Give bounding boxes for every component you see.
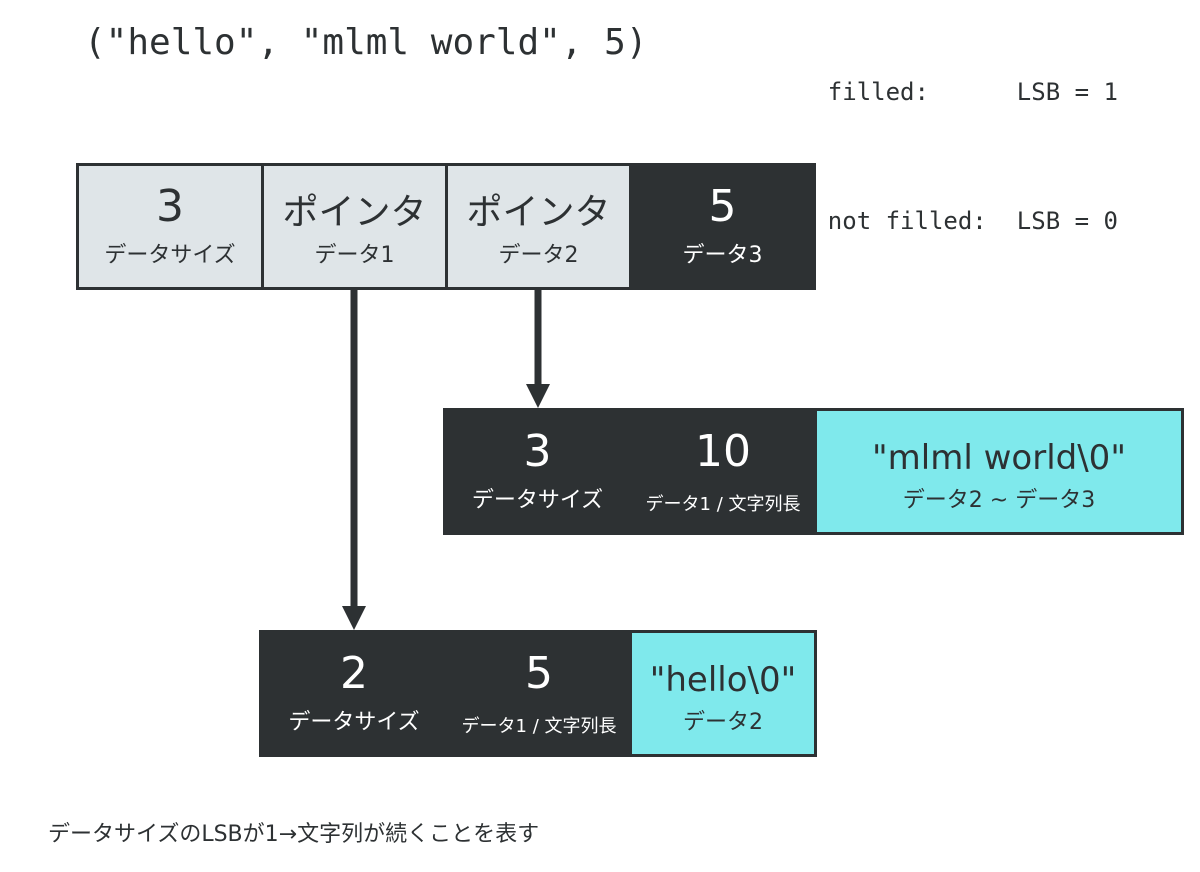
mid-size-value: 3 <box>523 426 552 477</box>
top-size-value: 3 <box>156 181 184 232</box>
legend-value-filled: LSB = 1 <box>1016 78 1118 106</box>
top-data3-label: データ3 <box>682 243 763 268</box>
top-block-pointer2-cell: ポインタ データ2 <box>445 163 632 290</box>
top-ptr1-label: データ1 <box>314 243 395 268</box>
bottom-size-value: 2 <box>340 648 368 699</box>
bottom-length-value: 5 <box>525 648 553 699</box>
mid-string-value: "mlml world\0" <box>872 438 1126 478</box>
bottom-length-label: データ1 / 文字列長 <box>461 716 617 737</box>
legend-row-not-filled: not filled: LSB = 0 <box>770 157 1118 286</box>
top-block-size-cell: 3 データサイズ <box>76 163 264 290</box>
bottom-block-length-cell: 5 データ1 / 文字列長 <box>446 630 632 757</box>
lsb-legend: filled: LSB = 1 not filled: LSB = 0 <box>770 28 1118 286</box>
mid-length-value: 10 <box>695 426 751 477</box>
mid-length-label: データ1 / 文字列長 <box>645 494 801 515</box>
top-data3-value: 5 <box>708 181 737 232</box>
bottom-string-value: "hello\0" <box>649 660 797 700</box>
top-block-pointer1-cell: ポインタ データ1 <box>261 163 448 290</box>
mid-string-label: データ2 ~ データ3 <box>902 488 1096 513</box>
bottom-string-label: データ2 <box>683 710 763 735</box>
top-block-data3-cell: 5 データ3 <box>629 163 816 290</box>
legend-key-filled: filled: <box>827 78 929 106</box>
footnote-lsb-explanation: データサイズのLSBが1→文字列が続くことを表す <box>48 822 540 847</box>
tuple-expression: ("hello", "mlml world", 5) <box>84 22 648 63</box>
top-ptr2-value: ポインタ <box>466 192 611 233</box>
top-ptr1-value: ポインタ <box>282 192 427 233</box>
bottom-size-label: データサイズ <box>288 710 420 735</box>
arrow-pointer2-to-mid-block <box>526 290 550 408</box>
mid-size-label: データサイズ <box>471 488 604 513</box>
legend-key-not-filled: not filled: <box>827 207 987 235</box>
mid-block-length-cell: 10 データ1 / 文字列長 <box>629 408 817 535</box>
mid-block-size-cell: 3 データサイズ <box>443 408 632 535</box>
bottom-block-size-cell: 2 データサイズ <box>259 630 449 757</box>
legend-row-filled: filled: LSB = 1 <box>770 28 1118 157</box>
bottom-block-string-cell: "hello\0" データ2 <box>629 630 817 757</box>
top-ptr2-label: データ2 <box>498 243 579 268</box>
top-size-label: データサイズ <box>104 243 236 268</box>
arrow-pointer1-to-bottom-block <box>342 290 366 630</box>
legend-value-not-filled: LSB = 0 <box>1016 207 1118 235</box>
mid-block-string-cell: "mlml world\0" データ2 ~ データ3 <box>814 408 1184 535</box>
